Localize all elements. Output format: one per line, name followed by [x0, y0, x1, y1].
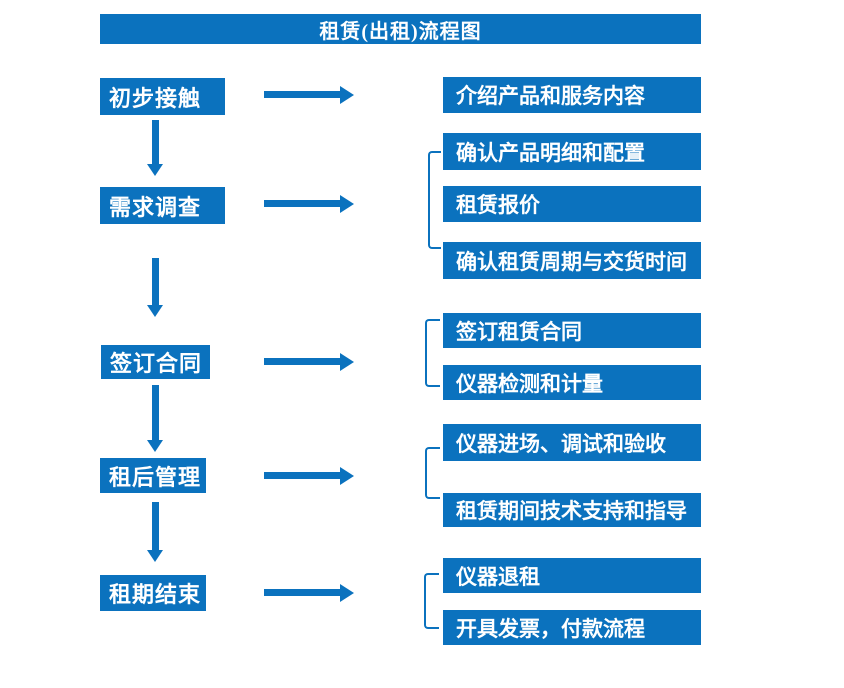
arrow-right-icon-4 — [264, 467, 354, 485]
bracket-group-post-rental — [425, 447, 440, 499]
detail-box-rental-quote: 租赁报价 — [443, 186, 701, 222]
detail-box-introduce-products: 介绍产品和服务内容 — [443, 77, 701, 113]
detail-box-sign-rental-contract: 签订租赁合同 — [443, 313, 701, 348]
bracket-group-rental-end — [424, 573, 439, 629]
arrow-shaft — [264, 200, 340, 207]
arrow-right-icon-3 — [264, 353, 354, 371]
arrow-head — [340, 353, 354, 371]
detail-box-instrument-setup-acceptance: 仪器进场、调试和验收 — [443, 424, 701, 461]
arrow-head — [147, 164, 163, 176]
arrow-head — [340, 195, 354, 213]
detail-box-instrument-return: 仪器退租 — [443, 558, 701, 593]
step-box-rental-end: 租期结束 — [100, 575, 206, 611]
arrow-shaft — [152, 258, 159, 306]
detail-box-confirm-product-config: 确认产品明细和配置 — [443, 133, 701, 170]
step-box-sign-contract: 签订合同 — [101, 345, 210, 379]
arrow-shaft — [152, 385, 159, 441]
arrow-down-icon-3 — [147, 385, 164, 452]
detail-box-tech-support: 租赁期间技术支持和指导 — [443, 493, 701, 527]
detail-box-confirm-period-delivery: 确认租赁周期与交货时间 — [443, 242, 701, 279]
arrow-shaft — [264, 91, 340, 98]
arrow-down-icon-1 — [147, 120, 164, 176]
step-box-needs-survey: 需求调查 — [100, 187, 225, 224]
arrow-down-icon-2 — [147, 258, 164, 317]
detail-box-invoice-payment: 开具发票，付款流程 — [443, 610, 701, 645]
arrow-shaft — [264, 358, 340, 365]
arrow-right-icon-5 — [264, 584, 354, 602]
detail-box-instrument-testing: 仪器检测和计量 — [443, 365, 701, 400]
bracket-group-needs-survey — [428, 151, 441, 249]
arrow-shaft — [264, 472, 340, 479]
flowchart-title: 租赁(出租)流程图 — [100, 14, 701, 44]
arrow-head — [147, 305, 163, 317]
bracket-group-sign-contract — [425, 319, 440, 387]
step-box-post-rental-management: 租后管理 — [100, 458, 206, 493]
arrow-shaft — [152, 502, 159, 551]
step-box-initial-contact: 初步接触 — [100, 78, 225, 115]
arrow-shaft — [264, 589, 340, 596]
arrow-down-icon-4 — [147, 502, 164, 562]
arrow-right-icon-1 — [264, 86, 354, 104]
arrow-right-icon-2 — [264, 195, 354, 213]
arrow-head — [340, 86, 354, 104]
arrow-head — [147, 550, 163, 562]
arrow-head — [340, 467, 354, 485]
arrow-shaft — [152, 120, 159, 165]
arrow-head — [147, 440, 163, 452]
arrow-head — [340, 584, 354, 602]
